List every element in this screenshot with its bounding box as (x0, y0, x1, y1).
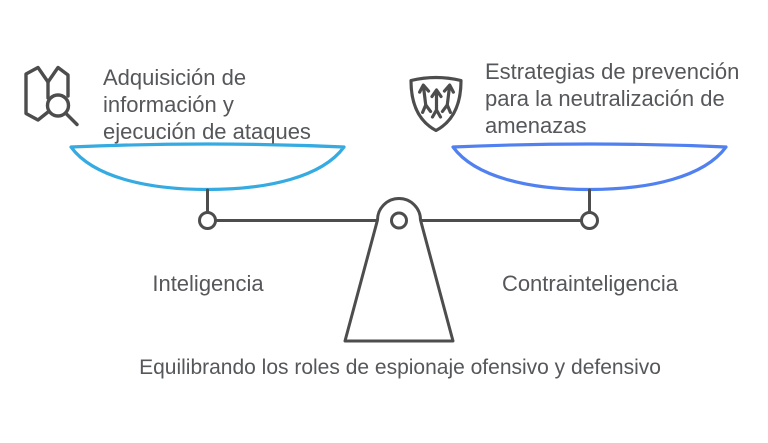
caption: Equilibrando los roles de espionaje ofen… (139, 356, 661, 379)
left-pan-title-line: información y (103, 92, 234, 117)
left-pan-title-line: ejecución de ataques (103, 119, 311, 144)
left-pan-title: Adquisición de información y ejecución d… (103, 64, 311, 145)
map-outline (24, 65, 70, 122)
right-pan-title-line: amenazas (485, 113, 587, 138)
right-label: Contrainteligencia (501, 271, 679, 296)
right-beam-ring (580, 211, 599, 230)
magnifier-handle (64, 111, 79, 127)
right-pan-title-line: Estrategias de prevención (485, 59, 740, 84)
arrow-right (440, 83, 455, 114)
right-pan (451, 142, 728, 192)
right-pan-title-line: para la neutralización de (485, 86, 725, 111)
left-pan-title-line: Adquisición de (103, 65, 247, 90)
scale-structure (198, 188, 599, 343)
map-search-icon (24, 65, 79, 127)
left-pan (69, 142, 346, 192)
magnifier-lens (45, 93, 71, 118)
arrow-left (418, 83, 433, 114)
fulcrum (343, 197, 455, 343)
right-pan-title: Estrategias de prevención para la neutra… (485, 58, 739, 139)
shield-outline (409, 75, 463, 133)
left-beam-ring (198, 211, 217, 230)
left-label: Inteligencia (152, 271, 264, 296)
arrow-middle (430, 88, 443, 119)
fulcrum-pivot-hole (390, 211, 408, 230)
shield-arrows-icon (409, 75, 463, 133)
